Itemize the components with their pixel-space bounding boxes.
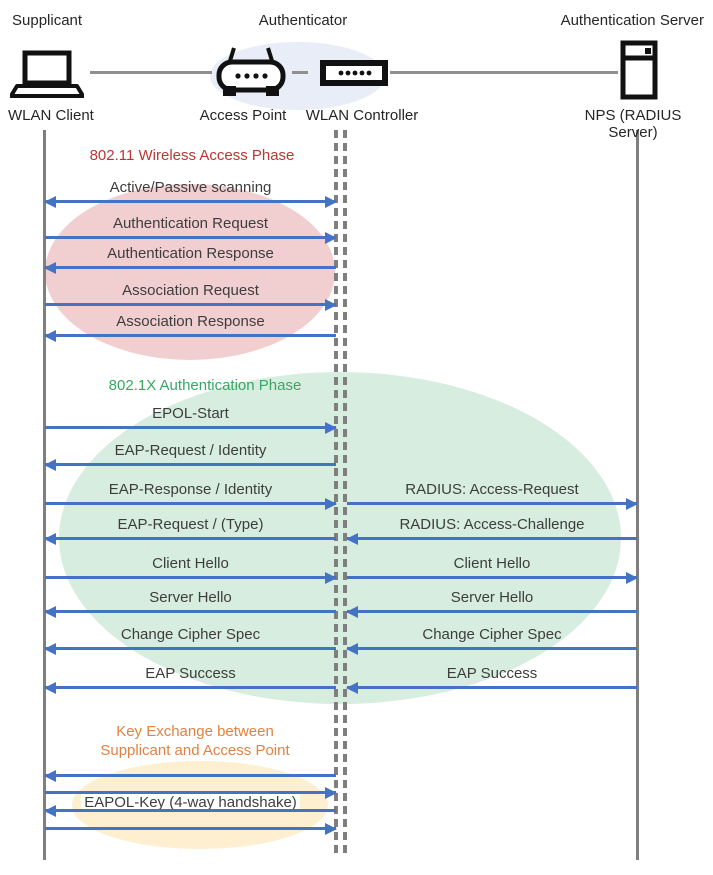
message-auth-response: Authentication Response: [44, 245, 336, 274]
access-point-icon: [214, 46, 288, 107]
arrow-left-icon: [44, 642, 336, 655]
laptop-icon: [9, 50, 85, 105]
arrow-left-icon: [346, 605, 637, 618]
message-eap-request-type: EAP-Request / (Type): [44, 516, 336, 545]
device-wlan-client: WLAN Client: [8, 107, 94, 124]
role-authenticator: Authenticator: [258, 12, 348, 29]
device-nps-radius-server: NPS (RADIUS Server): [584, 107, 682, 141]
arrow-left-icon: [346, 642, 637, 655]
arrow-right-icon: [347, 497, 638, 510]
arrow-right-icon: [45, 497, 337, 510]
message-scanning: Active/Passive scanning: [44, 179, 337, 208]
message-server-hello-left: Server Hello: [44, 589, 336, 618]
arrow-left-icon: [44, 769, 336, 782]
message-handshake-4: [45, 822, 337, 835]
role-supplicant: Supplicant: [12, 12, 83, 29]
arrow-right-icon: [45, 231, 337, 244]
phase2-title: 802.1X Authentication Phase: [108, 377, 302, 394]
wlan-client-lifeline: [43, 130, 46, 860]
message-handshake-2: [45, 786, 337, 799]
message-client-hello-left: Client Hello: [45, 555, 337, 584]
message-epol-start: EPOL-Start: [45, 405, 337, 434]
arrow-left-icon: [44, 329, 336, 342]
message-radius-access-challenge: RADIUS: Access-Challenge: [346, 516, 637, 545]
arrow-right-icon: [45, 822, 337, 835]
message-eap-success-right: EAP Success: [346, 665, 637, 694]
message-assoc-request: Association Request: [45, 282, 337, 311]
message-eap-response-identity: EAP-Response / Identity: [45, 481, 337, 510]
arrow-right-icon: [45, 571, 337, 584]
link-controller-server: [390, 71, 618, 74]
arrow-left-icon: [44, 458, 336, 471]
arrow-right-icon: [45, 298, 337, 311]
arrow-left-icon: [44, 532, 336, 545]
arrow-right-icon: [45, 421, 337, 434]
arrow-both-icon: [44, 195, 337, 208]
phase3-title-line2: Supplicant and Access Point: [100, 742, 290, 759]
link-ap-controller: [292, 71, 308, 74]
arrow-left-icon: [44, 605, 336, 618]
controller-lifeline-right: [343, 130, 347, 856]
arrow-left-icon: [44, 681, 336, 694]
message-handshake-1: [44, 769, 336, 782]
arrow-left-icon: [346, 532, 637, 545]
phase1-title: 802.11 Wireless Access Phase: [89, 147, 295, 164]
phase1-ellipse: [45, 184, 335, 360]
arrow-right-icon: [347, 571, 638, 584]
phase3-title-line1: Key Exchange between: [116, 723, 274, 740]
radius-server-lifeline: [636, 130, 639, 860]
arrow-left-icon: [44, 261, 336, 274]
message-server-hello-right: Server Hello: [346, 589, 637, 618]
message-assoc-response: Association Response: [44, 313, 336, 342]
message-auth-request: Authentication Request: [45, 215, 337, 244]
message-change-cipher-left: Change Cipher Spec: [44, 626, 336, 655]
message-client-hello-right: Client Hello: [347, 555, 638, 584]
link-client-ap: [90, 71, 212, 74]
message-change-cipher-right: Change Cipher Spec: [346, 626, 637, 655]
message-radius-access-request: RADIUS: Access-Request: [347, 481, 638, 510]
server-icon: [620, 40, 658, 105]
device-wlan-controller: WLAN Controller: [305, 107, 419, 124]
controller-lifeline-left: [334, 130, 338, 856]
message-handshake-3: [44, 804, 336, 817]
arrow-left-icon: [346, 681, 637, 694]
arrow-right-icon: [45, 786, 337, 799]
device-access-point: Access Point: [199, 107, 287, 124]
arrow-left-icon: [44, 804, 336, 817]
message-eap-success-left: EAP Success: [44, 665, 336, 694]
wlan-controller-icon: [320, 60, 388, 91]
role-authentication-server: Authentication Server: [560, 12, 704, 29]
message-eap-request-identity: EAP-Request / Identity: [44, 442, 336, 471]
message-eapol-key-label: EAPOL-Key (4-way handshake): [45, 793, 336, 812]
